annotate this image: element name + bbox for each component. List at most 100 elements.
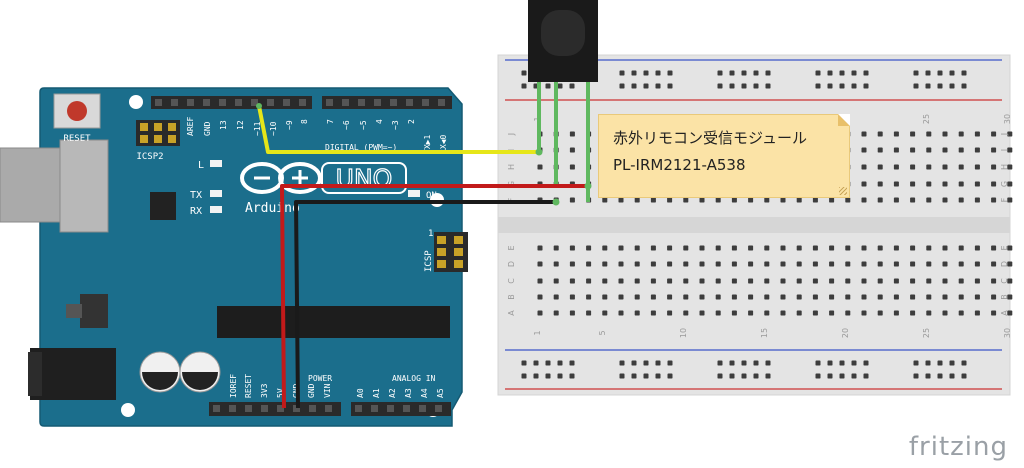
rail-hole: [619, 70, 625, 76]
header-pin: [229, 405, 236, 412]
pin-label-1: TX▶1: [423, 135, 432, 154]
row-letter: C: [507, 278, 516, 284]
uno-label: UNO: [336, 164, 393, 193]
breadboard-hole: [634, 197, 640, 203]
pin-label-gnd: GND: [203, 121, 212, 136]
pin-label-7: 7: [326, 119, 335, 124]
header-pin: [171, 99, 178, 106]
header-pin: [358, 99, 365, 106]
breadboard-hole: [748, 294, 754, 300]
voltage-regulator-tab: [66, 304, 82, 318]
breadboard-hole: [731, 261, 737, 267]
pin-label-vin: VIN: [323, 383, 332, 398]
ir-receiver-module: [528, 0, 598, 202]
breadboard-hole: [634, 294, 640, 300]
rail-hole: [655, 373, 661, 379]
breadboard-hole: [569, 278, 575, 284]
pin-label-5v: 5V: [276, 388, 285, 398]
breadboard-hole: [877, 310, 883, 316]
column-number: 15: [760, 328, 769, 338]
pin-label-2: 2: [407, 119, 416, 124]
breadboard-hole: [861, 294, 867, 300]
breadboard-hole: [845, 261, 851, 267]
breadboard-hole: [845, 310, 851, 316]
breadboard-hole: [829, 197, 835, 203]
breadboard-hole: [910, 197, 916, 203]
breadboard-hole: [861, 147, 867, 153]
breadboard-hole: [618, 310, 624, 316]
rail-hole: [569, 360, 575, 366]
breadboard-hole: [861, 164, 867, 170]
note-corner-fold: [838, 114, 850, 126]
breadboard-hole: [893, 147, 899, 153]
icsp-pin1-label: 1: [428, 229, 433, 239]
breadboard-hole: [991, 261, 997, 267]
analog-in-label: ANALOG IN: [392, 374, 436, 383]
rail-hole: [961, 373, 967, 379]
wire-endpoint: [584, 182, 592, 190]
breadboard-hole: [861, 278, 867, 284]
rail-hole: [839, 373, 845, 379]
breadboard-hole: [683, 294, 689, 300]
breadboard-hole: [926, 181, 932, 187]
rail-hole: [851, 373, 857, 379]
breadboard-hole: [699, 294, 705, 300]
reset-button[interactable]: [53, 93, 101, 129]
digital-pwm-label: DIGITAL (PWM=~): [325, 143, 397, 152]
header-pin: [342, 99, 349, 106]
rail-hole: [839, 360, 845, 366]
breadboard-hole: [731, 294, 737, 300]
breadboard-hole: [796, 245, 802, 251]
breadboard-hole: [731, 197, 737, 203]
rail-hole: [765, 83, 771, 89]
breadboard-hole: [650, 245, 656, 251]
breadboard-hole: [991, 278, 997, 284]
capacitor: [139, 351, 181, 393]
breadboard-hole: [893, 164, 899, 170]
breadboard-hole: [958, 147, 964, 153]
breadboard-hole: [667, 261, 673, 267]
rail-hole: [729, 83, 735, 89]
header-pin: [293, 405, 300, 412]
breadboard-hole: [926, 197, 932, 203]
breadboard-hole: [618, 294, 624, 300]
pin-label-5: ~5: [359, 120, 368, 130]
usb-chip: [150, 192, 176, 220]
breadboard-hole: [974, 147, 980, 153]
rail-hole: [717, 83, 723, 89]
digital-header-upper: [151, 96, 312, 109]
black-ground-wire: [294, 200, 556, 409]
rail-hole: [913, 360, 919, 366]
red-power-wire: [280, 184, 588, 409]
rail-hole: [631, 360, 637, 366]
header-pin: [283, 99, 290, 106]
voltage-regulator: [80, 294, 108, 328]
breadboard-hole: [634, 261, 640, 267]
row-letter: F: [1000, 197, 1009, 202]
breadboard-hole: [974, 197, 980, 203]
arduino-uno-board: RESET ICSP2 AREF GND 13 12 ~11 ~10 ~9 8: [0, 87, 468, 427]
breadboard-hole: [1007, 147, 1013, 153]
column-number: 25: [922, 328, 931, 338]
dc-power-jack: [30, 348, 116, 400]
breadboard-hole: [699, 261, 705, 267]
breadboard-hole: [958, 181, 964, 187]
breadboard-hole: [569, 294, 575, 300]
header-pin: [403, 405, 410, 412]
header-pin: [371, 405, 378, 412]
breadboard-hole: [1007, 310, 1013, 316]
row-letter: H: [1000, 164, 1009, 170]
rail-hole: [827, 373, 833, 379]
breadboard-hole: [602, 294, 608, 300]
pin-label-11: ~11: [253, 121, 262, 136]
breadboard-hole: [942, 245, 948, 251]
note-line-module-name: 赤外リモコン受信モジュール: [613, 129, 807, 147]
breadboard-hole: [618, 278, 624, 284]
breadboard-hole: [991, 294, 997, 300]
breadboard-hole: [958, 310, 964, 316]
rail-hole: [863, 373, 869, 379]
column-number: 25: [922, 114, 931, 124]
breadboard-hole: [926, 294, 932, 300]
